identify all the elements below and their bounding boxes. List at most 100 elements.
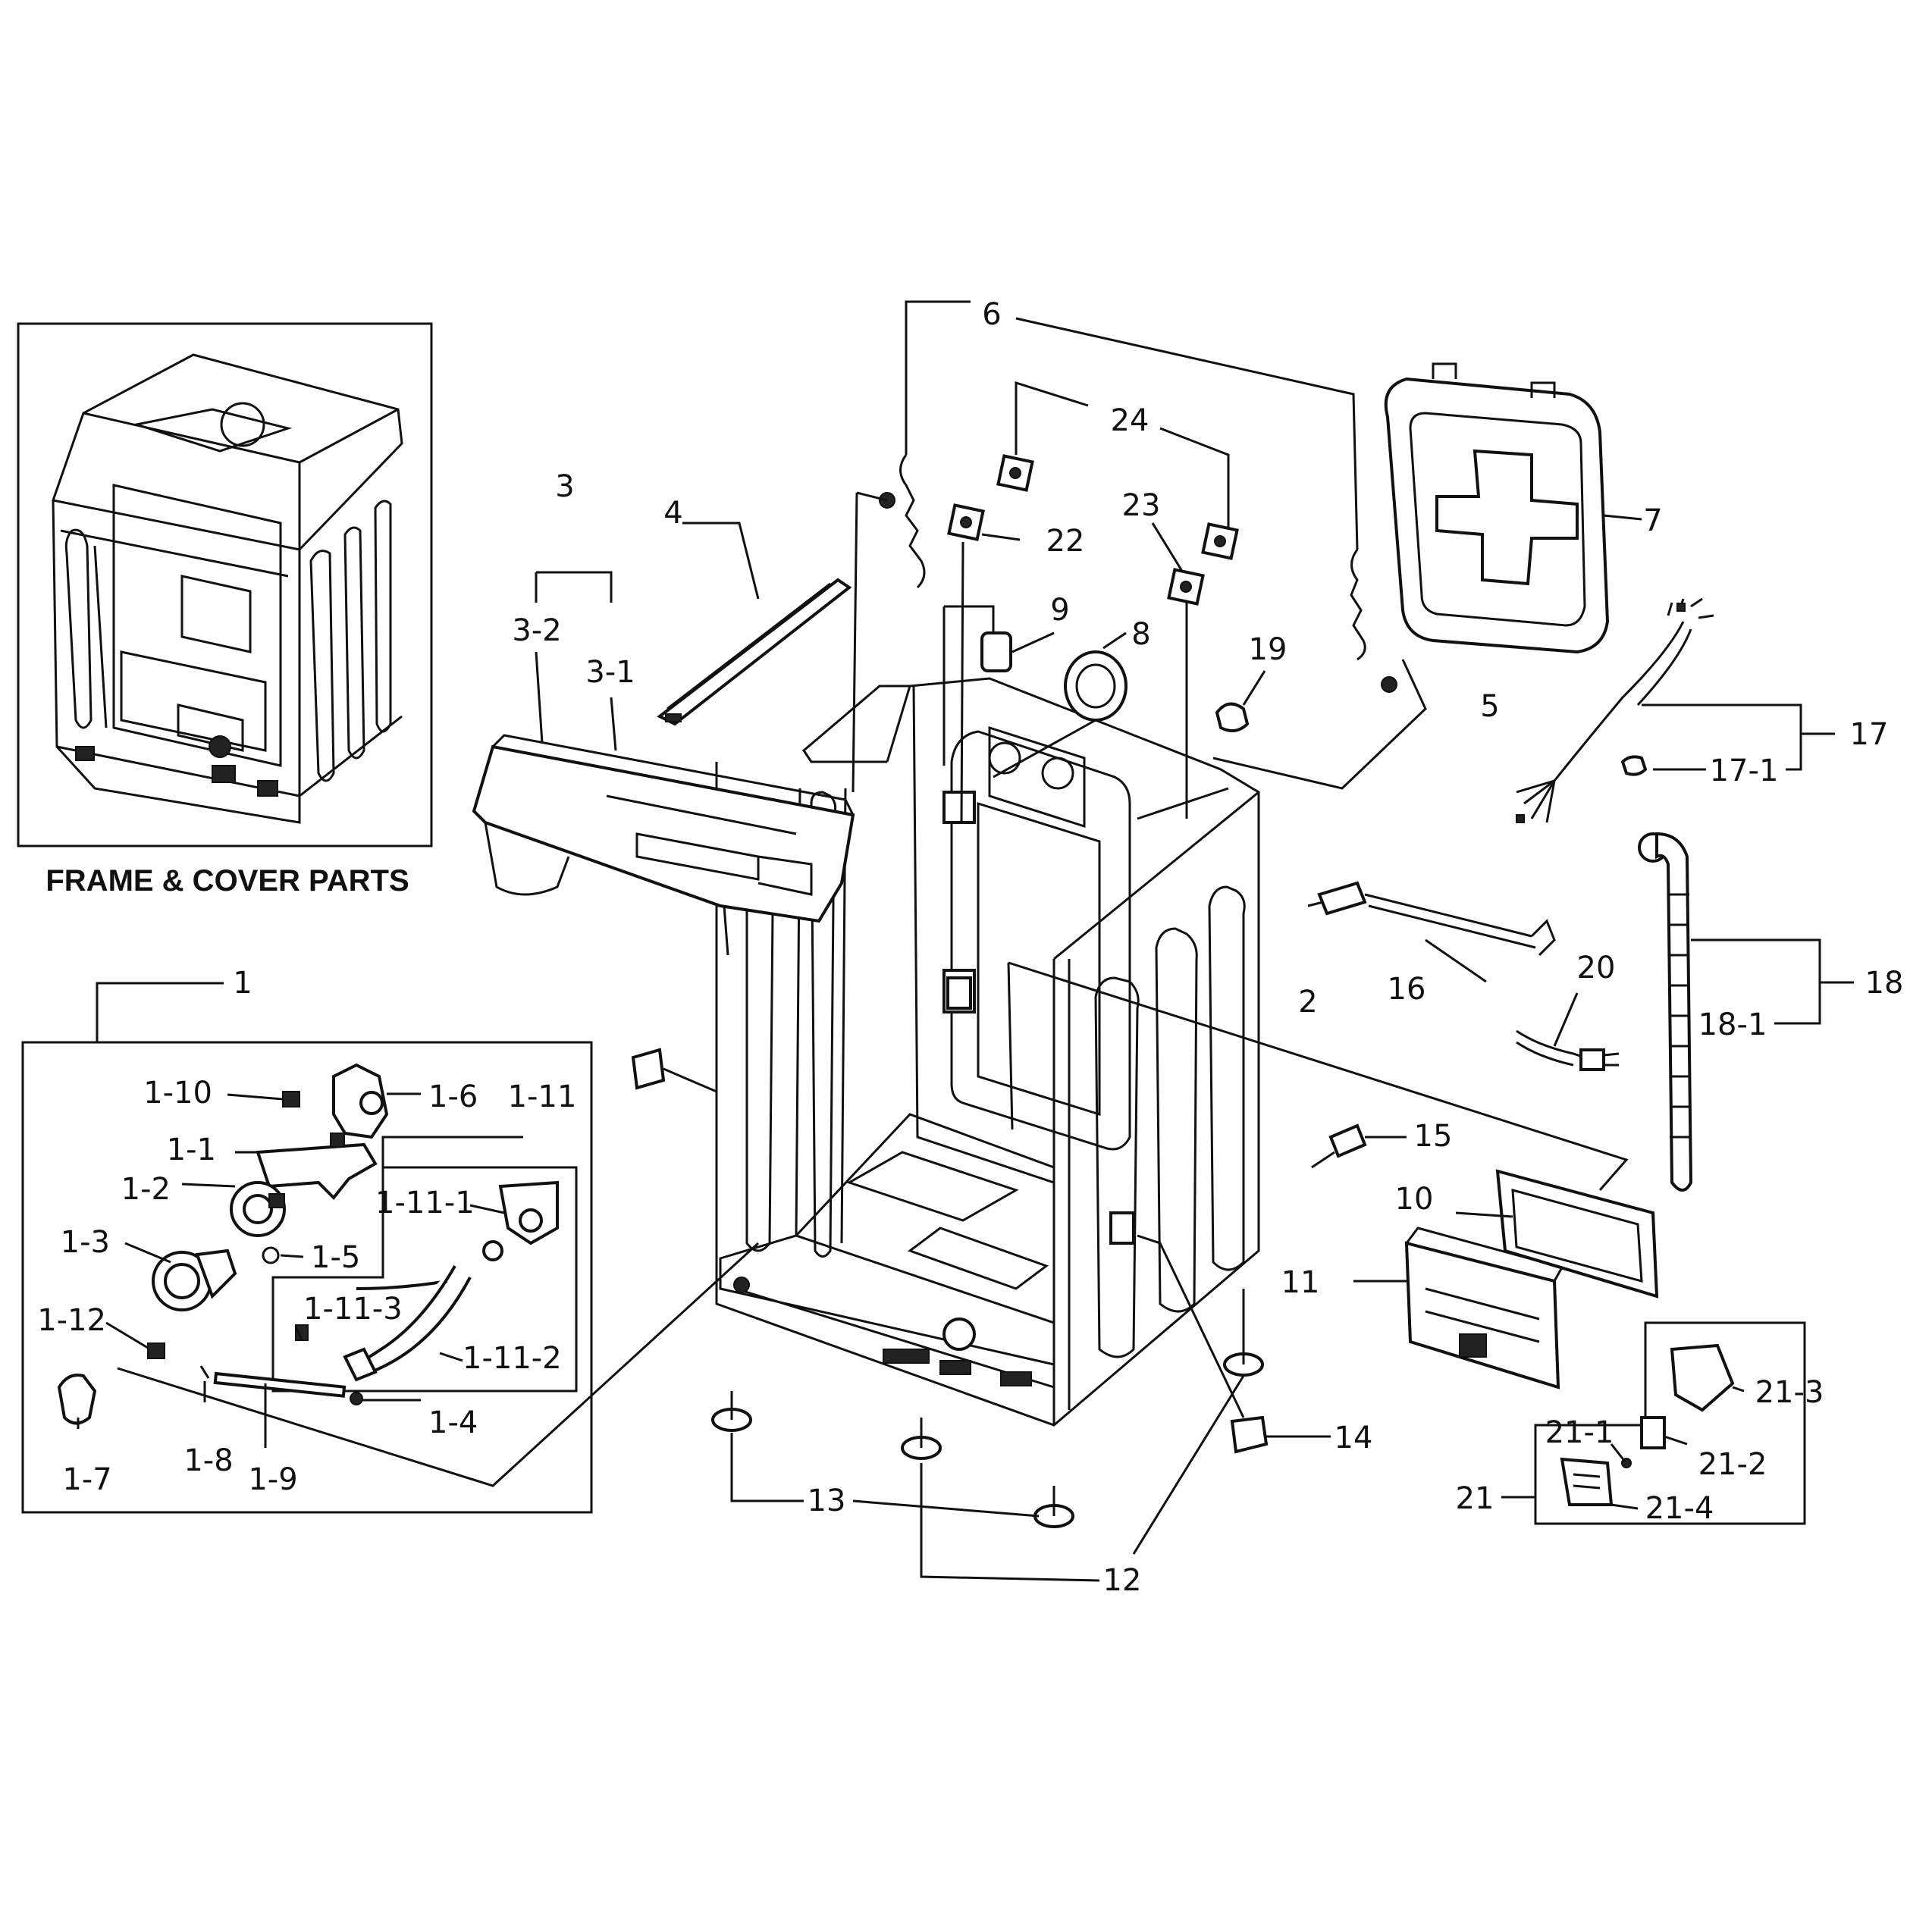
label-3: 3 [555,469,574,504]
pump-assembly-group [21,982,760,1514]
label-21-1: 21-1 [1545,1415,1614,1450]
pcb-cover [1495,1169,1659,1299]
filter-assembly-group [1501,1321,1806,1525]
label-24: 24 [1111,403,1149,438]
top-cover-group [1384,362,1642,654]
harness-clip [1620,755,1648,776]
callout-labels: 1 1-1 1-2 1-3 1-4 1-5 1-6 1-7 1-8 1-9 1-… [37,297,1903,1598]
label-1-11-2: 1-11-2 [463,1341,562,1376]
label-14: 14 [1335,1421,1373,1455]
label-3-1: 3-1 [585,655,635,690]
inset-assembled-frame: FRAME & COVER PARTS [17,322,433,898]
door-lock-cap [1215,702,1250,732]
pump-cap [282,1091,300,1108]
label-16: 16 [1388,972,1426,1007]
filter-knob [57,1374,97,1425]
harness-group [1516,597,1835,823]
label-13: 13 [808,1483,846,1518]
capacitor [980,631,1012,672]
label-1-4: 1-4 [428,1405,478,1440]
label-1-10: 1-10 [143,1076,212,1111]
label-8: 8 [1131,617,1150,652]
top-bracket [657,578,852,726]
right-panel-rib [1094,976,1140,1358]
label-21-3: 21-3 [1755,1375,1824,1410]
control-panel-group [472,571,855,956]
label-1-11: 1-11 [508,1079,577,1114]
drain-hose-18-group [1638,832,1854,1192]
label-4: 4 [663,496,682,531]
label-11: 11 [1281,1265,1320,1300]
label-20: 20 [1577,951,1616,985]
label-19: 19 [1249,632,1287,667]
label-21-2: 21-2 [1698,1447,1767,1482]
rear-panel-opening [950,730,1131,1151]
label-1-9: 1-9 [248,1462,297,1497]
panel-dial-housing [484,822,570,896]
tube [213,1371,347,1398]
label-18: 18 [1865,966,1904,1001]
boards-group [1007,961,1659,1389]
label-6: 6 [982,297,1001,332]
inset-frame-box [17,322,433,847]
pump-small-part [147,1342,165,1359]
label-1-12: 1-12 [37,1303,106,1338]
main-pcb [1404,1241,1560,1389]
label-22: 22 [1046,524,1085,559]
label-1-11-3: 1-11-3 [303,1292,403,1327]
filter-clip [1640,1416,1666,1449]
side-tab [631,1048,666,1090]
spring-right [1350,549,1366,661]
label-1-3: 1-3 [61,1225,110,1260]
label-3-2: 3-2 [512,613,561,648]
cabinet-base [719,1234,1055,1366]
power-plug [1579,1048,1605,1071]
cover-cross-panel [1435,449,1579,586]
top-bracket-group [657,522,852,726]
filter-cover [1560,1457,1614,1506]
label-15: 15 [1414,1119,1453,1154]
inset-inner-cavity [112,484,282,767]
power-cord [1516,1029,1585,1059]
inset-cabinet-outline [52,353,403,824]
cabinet-frame [715,677,1260,1427]
label-1: 1 [233,966,252,1001]
label-1-11-1: 1-11-1 [375,1186,475,1220]
wire-harness [1553,621,1685,782]
drain-hose-box [271,1166,578,1393]
pump-assembly-box [21,1041,593,1514]
label-1-2: 1-2 [121,1172,171,1207]
noise-filter [1670,1343,1735,1412]
label-2: 2 [1298,985,1317,1020]
label-21-4: 21-4 [1645,1491,1714,1526]
pump-bracket [256,1142,378,1200]
label-21: 21 [1456,1481,1494,1516]
foot-cap [1230,1415,1269,1454]
spring-bushing [1381,676,1397,693]
label-17: 17 [1850,717,1889,752]
label-5: 5 [1480,689,1499,724]
feet-group [631,1048,1331,1582]
label-1-6: 1-6 [428,1079,478,1114]
label-1-5: 1-5 [311,1240,360,1275]
dampers-group [1307,881,1620,1169]
label-10: 10 [1395,1182,1434,1217]
label-9: 9 [1050,593,1069,628]
spring-left [899,454,926,589]
inset-caption: FRAME & COVER PARTS [45,864,409,898]
label-1-1: 1-1 [167,1133,216,1167]
drain-bellows [1064,650,1128,722]
damper-small [1328,1123,1367,1158]
drain-hose-18 [1655,832,1693,1192]
label-1-7: 1-7 [62,1462,111,1497]
label-17-1: 17-1 [1710,753,1779,788]
springs-group [852,300,1427,793]
o-ring [262,1246,280,1264]
label-18-1: 18-1 [1698,1007,1767,1042]
label-1-8: 1-8 [183,1443,233,1478]
label-23: 23 [1122,488,1161,523]
label-12: 12 [1103,1563,1142,1598]
label-7: 7 [1643,503,1662,538]
